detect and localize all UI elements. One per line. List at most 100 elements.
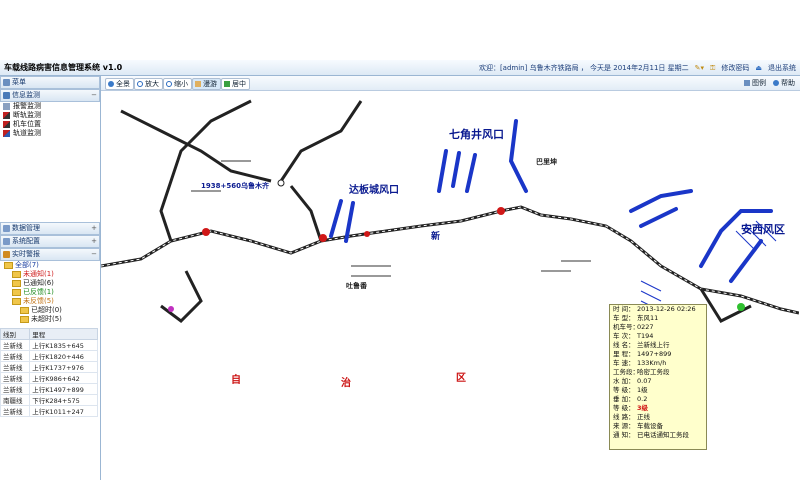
zoom-out-button[interactable]: 缩小 [163, 78, 192, 90]
popup-row: 时 间：2013-12-26 02:26 [610, 305, 706, 314]
table-cell: 兰新线 [0, 383, 31, 395]
branch-rail-line [160, 270, 203, 323]
popup-key: 车 次： [613, 332, 635, 340]
table-cell: 上行K1820+446 [29, 350, 98, 362]
top-bar: 车载线路病害信息管理系统 v1.0 欢迎：[admin] 乌鲁木齐铁路局 ， 今… [0, 60, 800, 76]
sidebar-item-track[interactable]: 轨道监测 [0, 129, 100, 138]
popup-row: 车 次：T194 [610, 332, 706, 341]
alarm-tree-item[interactable]: 全部(7) [2, 261, 100, 270]
popup-key: 线 名： [613, 341, 635, 349]
expand-icon[interactable]: + [91, 237, 97, 245]
expand-icon[interactable]: + [91, 224, 97, 232]
table-row[interactable]: 兰新线上行K1737+976 [0, 361, 98, 373]
popup-value: 2013-12-26 02:26 [637, 305, 696, 313]
change-password-link[interactable]: 修改密码 [721, 64, 750, 72]
column-header-line[interactable]: 线别 [0, 328, 31, 340]
main-rail-line-inner [101, 206, 799, 314]
alarm-tree-item[interactable]: 未通知(1) [2, 270, 100, 279]
info-panel-header[interactable]: 信息监测 − [0, 89, 100, 102]
table-row[interactable]: 兰新线上行K1820+446 [0, 350, 98, 362]
folder-icon [20, 306, 29, 314]
alarm-tree-label: 已超时(0) [31, 306, 62, 314]
map-label: 达板城风口 [349, 185, 399, 196]
map-canvas[interactable] [101, 91, 799, 480]
folder-icon [12, 270, 21, 278]
branch-rail-line [159, 99, 252, 242]
alarm-tree-item[interactable]: 未反馈(5) [2, 297, 100, 306]
popup-value: 0.07 [637, 377, 652, 385]
popup-key: 水 加： [613, 377, 635, 385]
legend-button[interactable]: 图例 [742, 78, 769, 88]
alarm-panel-header[interactable]: 实时警报 − [0, 248, 100, 261]
alarm-tree-item[interactable]: 已通知(6) [2, 279, 100, 288]
config-icon [3, 238, 10, 245]
app-title: 车载线路病害信息管理系统 v1.0 [4, 63, 123, 72]
popup-key: 车 速： [613, 359, 635, 367]
table-row[interactable]: 兰新线上行K986+642 [0, 372, 98, 384]
table-row[interactable]: 兰新线上行K1011+247 [0, 405, 98, 417]
legend-icon [744, 80, 750, 86]
data-panel-title: 数据管理 [12, 224, 40, 232]
table-cell: 上行K1011+247 [29, 405, 98, 417]
zoom-in-button[interactable]: 放大 [134, 78, 163, 90]
popup-value: 1级 [637, 386, 648, 394]
popup-key: 垂 加： [613, 395, 635, 403]
monitor-icon [3, 92, 10, 99]
column-header-mileage[interactable]: 里程 [29, 328, 98, 340]
center-button[interactable]: 居中 [221, 78, 250, 90]
logout-link[interactable]: 退出系统 [768, 64, 796, 72]
alarm-tree-item[interactable]: 已超时(0) [2, 306, 100, 315]
popup-key: 线 路： [613, 413, 635, 421]
menu-title: 菜单 [12, 78, 26, 86]
main-rail-line [101, 205, 799, 315]
station-markers[interactable] [168, 179, 745, 312]
sidebar-item-broken-rail[interactable]: 断轨监测 [0, 111, 100, 120]
fullview-button[interactable]: 全景 [105, 78, 134, 90]
folder-icon [12, 279, 21, 287]
table-cell: 兰新线 [0, 350, 31, 362]
data-panel-header[interactable]: 数据管理 + [0, 222, 100, 235]
table-cell: 上行K986+642 [29, 372, 98, 384]
config-panel-header[interactable]: 系统配置 + [0, 235, 100, 248]
folder-icon [12, 288, 21, 296]
branch-rail-line [279, 100, 363, 182]
table-cell: 下行K284+575 [29, 394, 98, 406]
alarm-tree-label: 未反馈(5) [23, 297, 54, 305]
folder-icon [12, 297, 21, 305]
help-icon [773, 80, 779, 86]
collapse-icon[interactable]: − [91, 91, 97, 99]
help-button[interactable]: 帮助 [771, 78, 798, 88]
alarm-tree-item[interactable]: 未超时(5) [2, 315, 100, 324]
popup-row: 来 源：车载设备 [610, 422, 706, 431]
alarm-tree-item[interactable]: 已反馈(1) [2, 288, 100, 297]
collapse-icon[interactable]: − [91, 250, 97, 258]
popup-row: 线 路：正线 [610, 413, 706, 422]
zoom-out-icon [166, 81, 172, 87]
popup-key: 通 知： [613, 431, 635, 439]
branch-rail-line [289, 185, 323, 242]
pan-button[interactable]: 漫游 [192, 78, 221, 90]
popup-row: 通 知：已电话通知工务段 [610, 431, 706, 440]
alarm-tree-label: 全部(7) [15, 261, 39, 269]
table-row[interactable]: 兰新线上行K1835+645 [0, 339, 98, 351]
table-row[interactable]: 南疆线下行K284+575 [0, 394, 98, 406]
sidebar-item-label: 机车位置 [13, 120, 41, 128]
table-row[interactable]: 兰新线上行K1497+899 [0, 383, 98, 395]
popup-key: 机车号： [613, 323, 639, 331]
map-label: 吐鲁番 [346, 282, 367, 290]
popup-key: 里 程： [613, 350, 635, 358]
alarm-icon [3, 103, 10, 110]
sidebar-item-loco-position[interactable]: 机车位置 [0, 120, 100, 129]
wind-zone-markers [329, 119, 773, 283]
map-label: 治 [341, 378, 351, 389]
table-cell: 南疆线 [0, 394, 31, 406]
sidebar-item-alarm[interactable]: 报警监测 [0, 102, 100, 111]
popup-value: 车载设备 [637, 422, 663, 430]
settings-icon[interactable]: ✎▾ [694, 64, 705, 72]
top-right-area: 欢迎：[admin] 乌鲁木齐铁路局 ， 今天是 2014年2月11日 星期二 … [479, 63, 796, 73]
menu-icon [3, 79, 10, 86]
popup-value: 0.2 [637, 395, 648, 403]
